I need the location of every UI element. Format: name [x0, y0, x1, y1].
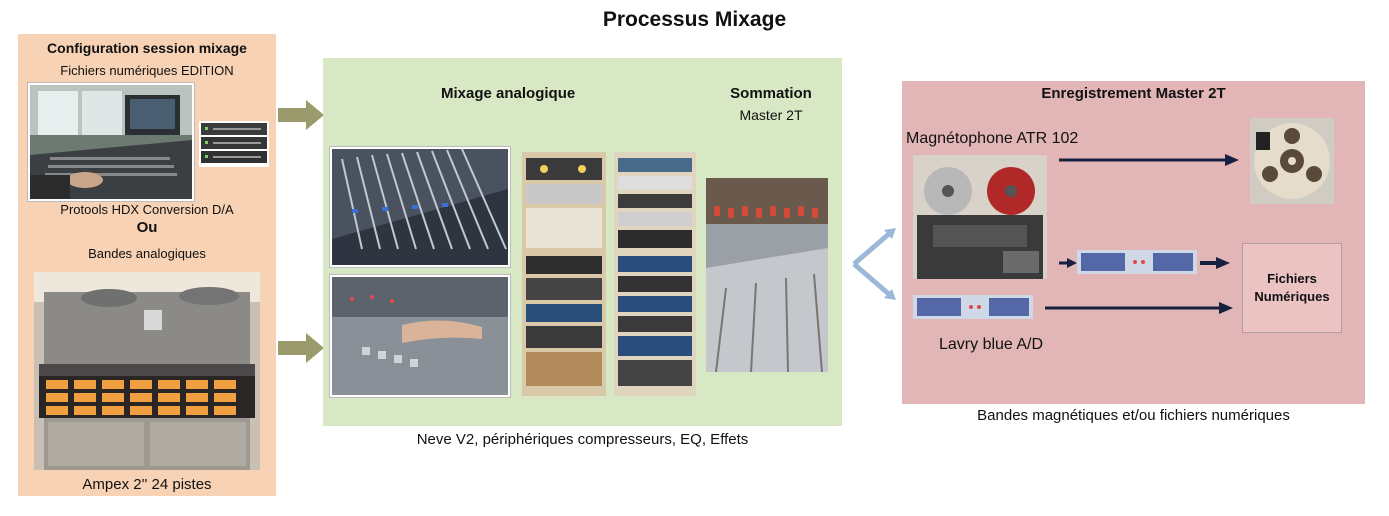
navy-arrow-icon — [1059, 258, 1077, 268]
session-config-heading: Configuration session mixage — [47, 40, 247, 56]
right-caption: Bandes magnétiques et/ou fichiers numéri… — [977, 407, 1290, 424]
digital-files-label: Fichiers Numériques — [1254, 271, 1330, 304]
ampex-caption: Ampex 2'' 24 pistes — [82, 476, 212, 493]
lavry-label: Lavry blue A/D — [939, 336, 1044, 353]
master-2t-heading: Enregistrement Master 2T — [1041, 85, 1226, 102]
digital-files-box: Fichiers Numériques — [1242, 243, 1342, 333]
fork-arrow-icon — [852, 228, 896, 300]
reel-photo-icon — [1250, 118, 1334, 204]
atr102-recorder-photo-icon — [913, 155, 1047, 279]
digital-files-edition-label: Fichiers numériques EDITION — [60, 63, 234, 78]
navy-arrow-icon — [1059, 154, 1239, 166]
daw-studio-photo-icon — [28, 83, 194, 201]
recorder-label: Magnétophone ATR 102 — [906, 130, 1079, 147]
analog-tapes-label: Bandes analogiques — [88, 246, 206, 261]
middle-caption: Neve V2, périphériques compresseurs, EQ,… — [416, 431, 749, 448]
console-photo-icon — [330, 147, 510, 267]
converter-rack-photo-icon — [199, 121, 269, 167]
summing-console-photo-icon — [706, 178, 828, 372]
analog-mix-heading: Mixage analogique — [441, 85, 576, 102]
olive-arrow-icon — [278, 333, 324, 363]
protools-caption: Protools HDX Conversion D/A — [60, 202, 234, 217]
console-hand-photo-icon — [330, 275, 510, 397]
summing-sub-label: Master 2T — [739, 107, 803, 123]
navy-arrow-icon — [1045, 302, 1233, 314]
navy-arrow-icon — [1200, 257, 1230, 269]
ampex-tape-machine-photo-icon — [34, 272, 260, 470]
olive-arrow-icon — [278, 100, 324, 130]
summing-heading: Sommation — [730, 85, 812, 102]
or-label: Ou — [136, 219, 158, 236]
lavry-converter-2-photo-icon — [913, 295, 1033, 319]
outboard-rack-photo-icon — [522, 152, 606, 396]
outboard-rack-2-photo-icon — [614, 152, 696, 396]
lavry-converter-1-photo-icon — [1077, 250, 1197, 274]
page-title: Processus Mixage — [602, 8, 787, 31]
